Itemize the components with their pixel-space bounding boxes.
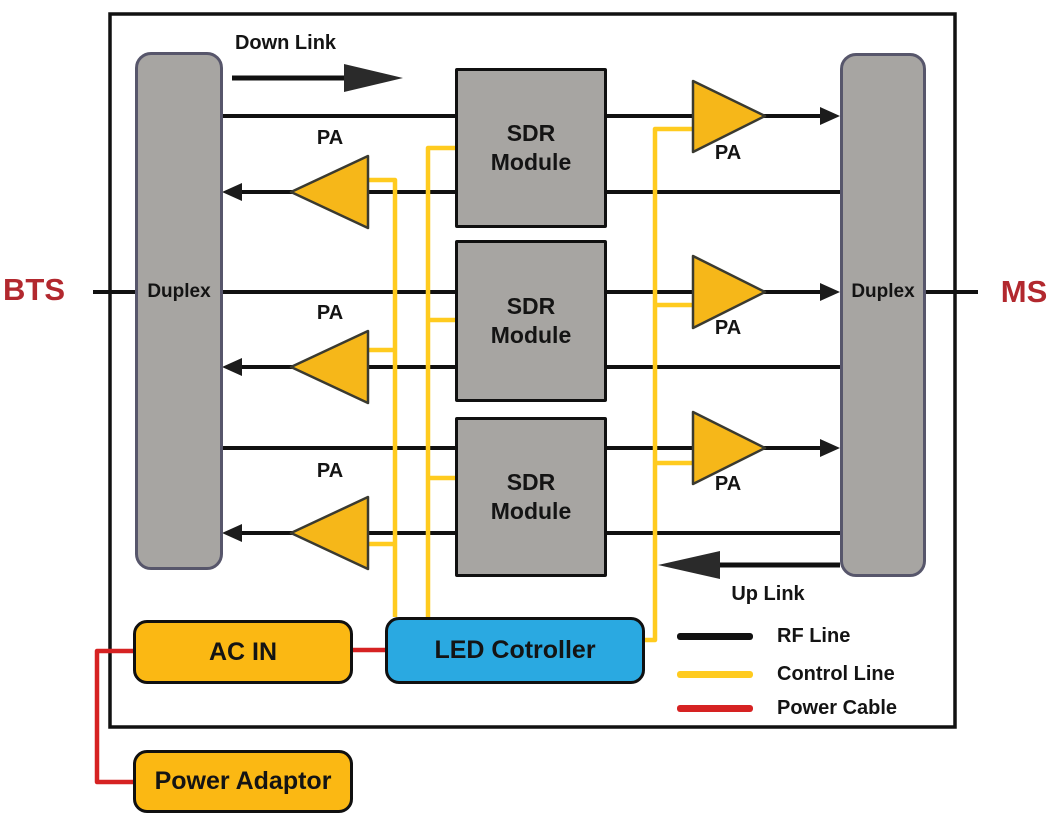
legend-item-rf-line: RF Line bbox=[677, 624, 850, 648]
pa-label-right-2: PA bbox=[714, 317, 742, 339]
duplex-right-block: Duplex bbox=[840, 53, 926, 577]
pa-triangle-right-3 bbox=[691, 410, 767, 486]
pa-triangle-right-2 bbox=[691, 254, 767, 330]
led-controller-label: LED Cotroller bbox=[434, 636, 596, 664]
rf-arrowhead-row2-left bbox=[222, 183, 242, 201]
pa-label-left-3: PA bbox=[316, 460, 344, 482]
ac-in-label: AC IN bbox=[208, 637, 278, 666]
led-controller-block: LED Cotroller bbox=[385, 617, 645, 684]
control-bus-right-pa bbox=[644, 126, 695, 643]
sdr-module-1-label: SDR Module bbox=[490, 120, 572, 175]
legend-swatch-rf-line bbox=[677, 632, 753, 640]
duplex-right-label: Duplex bbox=[851, 281, 915, 302]
legend-label-rf-line: RF Line bbox=[777, 624, 851, 647]
pa-triangle-right-1 bbox=[691, 79, 767, 154]
legend-item-power-cable: Power Cable bbox=[677, 696, 897, 720]
sdr-module-3-label: SDR Module bbox=[490, 469, 572, 524]
control-bus-left-pa bbox=[366, 177, 398, 617]
sdr-module-2-label: SDR Module bbox=[490, 293, 572, 348]
duplex-left-block: Duplex bbox=[135, 52, 223, 570]
rf-arrowhead-row1-right bbox=[820, 107, 840, 125]
rf-arrowhead-row6-left bbox=[222, 524, 242, 542]
sdr-module-3-block: SDR Module bbox=[455, 417, 607, 577]
pa-label-right-1: PA bbox=[714, 142, 742, 164]
pa-label-left-2: PA bbox=[316, 302, 344, 324]
power-adaptor-block: Power Adaptor bbox=[133, 750, 353, 813]
power-cable-adaptor-to-acin bbox=[94, 648, 134, 785]
legend-item-control-line: Control Line bbox=[677, 662, 895, 686]
legend-label-power-cable: Power Cable bbox=[777, 696, 898, 719]
pa-triangle-left-1 bbox=[289, 154, 370, 230]
pa-label-left-1: PA bbox=[316, 127, 344, 149]
control-bus-sdr bbox=[425, 145, 455, 617]
legend-swatch-power-cable bbox=[677, 704, 753, 712]
legend-swatch-control-line bbox=[677, 670, 753, 678]
outer-enclosure-border bbox=[108, 12, 957, 729]
pa-triangle-left-2 bbox=[289, 329, 370, 405]
rf-arrowhead-row3-right bbox=[820, 283, 840, 301]
up-link-label: Up Link bbox=[731, 583, 805, 605]
duplex-left-label: Duplex bbox=[147, 281, 211, 302]
uplink-arrow-head bbox=[658, 551, 720, 579]
rf-arrowhead-row5-right bbox=[820, 439, 840, 457]
sdr-module-1-block: SDR Module bbox=[455, 68, 607, 228]
downlink-arrow-head bbox=[344, 64, 403, 92]
pa-label-right-3: PA bbox=[714, 473, 742, 495]
rf-arrowhead-row4-left bbox=[222, 358, 242, 376]
ms-label: MS bbox=[1000, 274, 1048, 309]
power-adaptor-label: Power Adaptor bbox=[154, 767, 332, 795]
down-link-label: Down Link bbox=[234, 32, 337, 54]
sdr-module-2-block: SDR Module bbox=[455, 240, 607, 402]
bts-label: BTS bbox=[3, 272, 65, 307]
legend-label-control-line: Control Line bbox=[777, 662, 895, 685]
ac-in-block: AC IN bbox=[133, 620, 353, 684]
pa-triangle-left-3 bbox=[289, 495, 370, 571]
